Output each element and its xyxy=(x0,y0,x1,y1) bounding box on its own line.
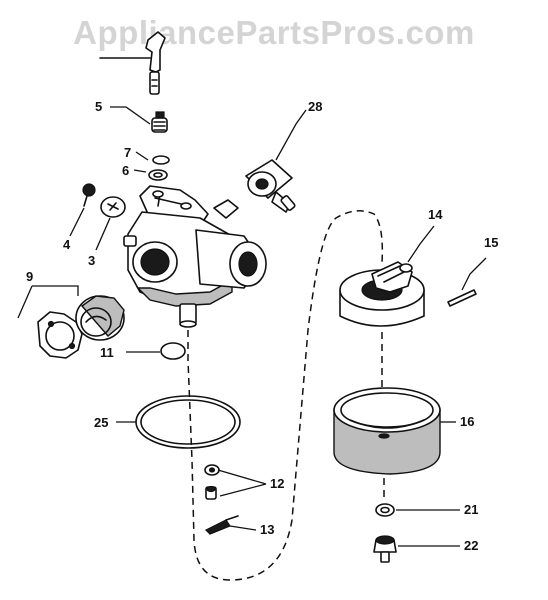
part-13-needle xyxy=(204,515,239,535)
part-5-screw xyxy=(151,111,168,133)
callout-7: 7 xyxy=(124,145,132,160)
callout-3: 3 xyxy=(88,253,96,268)
part-12-small-parts xyxy=(204,464,220,500)
callout-6: 6 xyxy=(122,163,130,178)
part-11-disc xyxy=(160,342,186,360)
callout-9: 9 xyxy=(26,269,34,284)
part-6-ring xyxy=(148,169,168,181)
part-9-primer-assembly xyxy=(37,295,125,359)
part-4-screw xyxy=(82,183,96,207)
leader-lines xyxy=(17,106,487,547)
callout-21: 21 xyxy=(464,502,479,517)
callout-13: 13 xyxy=(260,522,275,537)
assembly-line-right xyxy=(381,332,385,500)
part-7-washer xyxy=(152,155,170,165)
part-15-pin xyxy=(447,289,477,307)
carburetor-body xyxy=(123,185,267,328)
callout-15: 15 xyxy=(484,235,499,250)
part-2-throttle-shaft xyxy=(99,31,166,95)
part-22-bowl-nut xyxy=(373,535,397,563)
part-25-gasket xyxy=(135,395,241,449)
part-3-disc xyxy=(100,196,126,218)
callout-12: 12 xyxy=(270,476,285,491)
assembly-line-left xyxy=(187,210,384,581)
callout-22: 22 xyxy=(464,538,479,553)
part-28-valve xyxy=(245,159,296,213)
part-16-bowl xyxy=(333,387,441,475)
callout-14: 14 xyxy=(428,207,443,222)
callout-11: 11 xyxy=(100,345,114,360)
callout-5: 5 xyxy=(95,99,103,114)
callout-4: 4 xyxy=(63,237,71,252)
callout-28: 28 xyxy=(308,99,323,114)
callout-16: 16 xyxy=(460,414,475,429)
part-21-washer xyxy=(375,503,395,517)
part-14-float xyxy=(339,261,425,327)
callout-25: 25 xyxy=(94,415,109,430)
